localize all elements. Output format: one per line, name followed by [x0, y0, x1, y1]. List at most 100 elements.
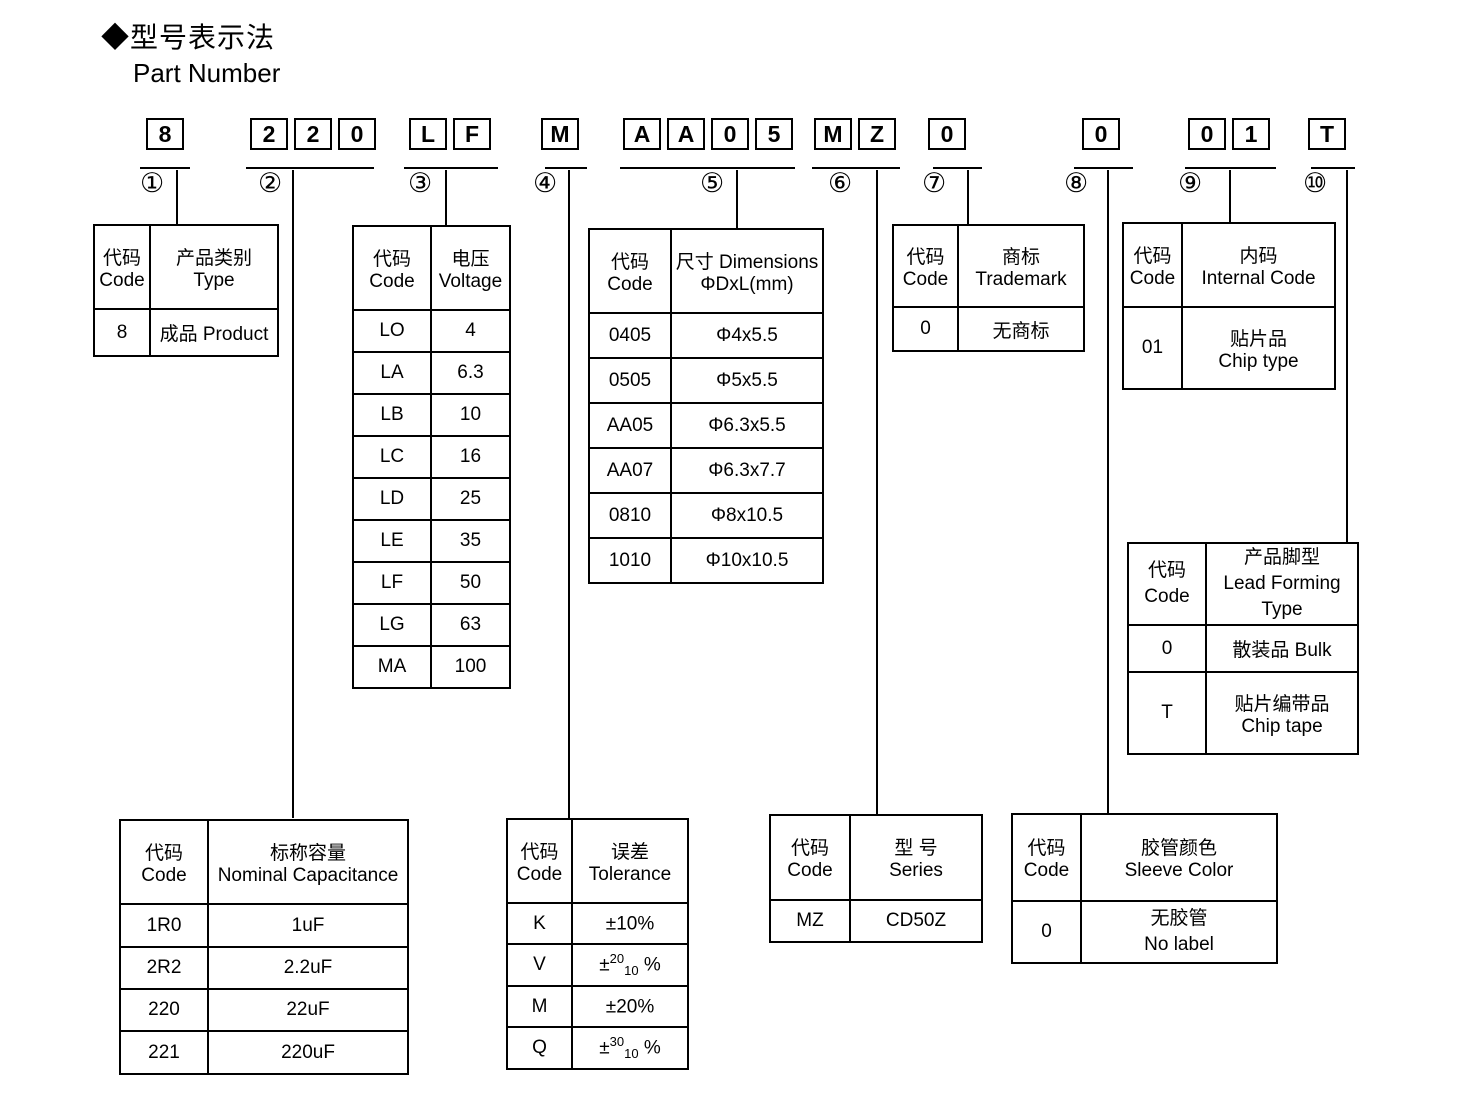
pn-underline-8 — [1074, 167, 1133, 169]
dimensions-value-cell: Φ10x10.5 — [670, 537, 824, 584]
voltage-code-cell: LC — [352, 435, 432, 479]
dimensions-value-cell: Φ6.3x5.5 — [670, 402, 824, 449]
voltage-value-cell: 100 — [430, 645, 511, 689]
capacitance-code-cell: 1R0 — [119, 903, 209, 948]
table-row: V ±2010 % — [506, 943, 689, 987]
connector-line-5 — [736, 170, 738, 228]
pn-char-box: Z — [858, 118, 896, 150]
voltage-value-cell: 16 — [430, 435, 511, 479]
capacitance-value-cell: 22uF — [207, 988, 409, 1032]
connector-line-8 — [1107, 170, 1109, 813]
table-row: 8 成品 Product — [93, 308, 279, 357]
type-value-cell: 成品 Product — [149, 308, 279, 357]
pn-underline-1 — [140, 167, 190, 169]
pn-group-2: 2 2 0 — [250, 118, 376, 150]
tolerance-code-cell: K — [506, 902, 573, 945]
voltage-value-cell: 50 — [430, 561, 511, 605]
pn-group-6: M Z — [814, 118, 896, 150]
series-code-cell: MZ — [769, 899, 851, 943]
pn-group-10: T — [1308, 118, 1346, 150]
pn-char-box: 0 — [928, 118, 966, 150]
voltage-value-cell: 35 — [430, 519, 511, 563]
table-row: MZ CD50Z — [769, 899, 983, 943]
circle-number-8: ⑧ — [1064, 168, 1089, 198]
circle-number-6: ⑥ — [828, 168, 853, 198]
voltage-code-cell: LB — [352, 393, 432, 437]
voltage-code-cell: LE — [352, 519, 432, 563]
pn-group-3: L F — [409, 118, 491, 150]
dimensions-code-cell: 1010 — [588, 537, 672, 584]
dimensions-value-cell: Φ4x5.5 — [670, 312, 824, 359]
sleeve-code-cell: 0 — [1011, 900, 1082, 964]
dimensions-value-cell: Φ6.3x7.7 — [670, 447, 824, 494]
voltage-value-cell: 4 — [430, 309, 511, 353]
pn-char-box: 0 — [1188, 118, 1226, 150]
pn-char-box: 2 — [294, 118, 332, 150]
voltage-value-cell: 63 — [430, 603, 511, 647]
series-value-cell: CD50Z — [849, 899, 983, 943]
pn-char-box: 0 — [711, 118, 749, 150]
pn-group-9: 0 1 — [1188, 118, 1270, 150]
dimensions-code-cell: AA07 — [588, 447, 672, 494]
voltage-code-cell: LO — [352, 309, 432, 353]
capacitance-code-cell: 221 — [119, 1030, 209, 1075]
voltage-code-cell: LF — [352, 561, 432, 605]
table-row: 0 无商标 — [892, 306, 1085, 352]
dimensions-value-cell: Φ5x5.5 — [670, 357, 824, 404]
capacitance-value-cell: 2.2uF — [207, 946, 409, 990]
circle-number-2: ② — [258, 168, 283, 198]
tolerance-code-cell: V — [506, 943, 573, 987]
pn-char-box: L — [409, 118, 447, 150]
pn-group-4: M — [541, 118, 579, 150]
pn-char-box: A — [667, 118, 705, 150]
trademark-code-cell: 0 — [892, 306, 959, 352]
pn-char-box: 8 — [146, 118, 184, 150]
circle-number-1: ① — [140, 168, 165, 198]
capacitance-value-cell: 1uF — [207, 903, 409, 948]
pn-underline-10 — [1311, 167, 1355, 169]
pn-char-box: A — [623, 118, 661, 150]
pn-char-box: 0 — [338, 118, 376, 150]
pn-char-box: T — [1308, 118, 1346, 150]
dimensions-code-cell: 0810 — [588, 492, 672, 539]
